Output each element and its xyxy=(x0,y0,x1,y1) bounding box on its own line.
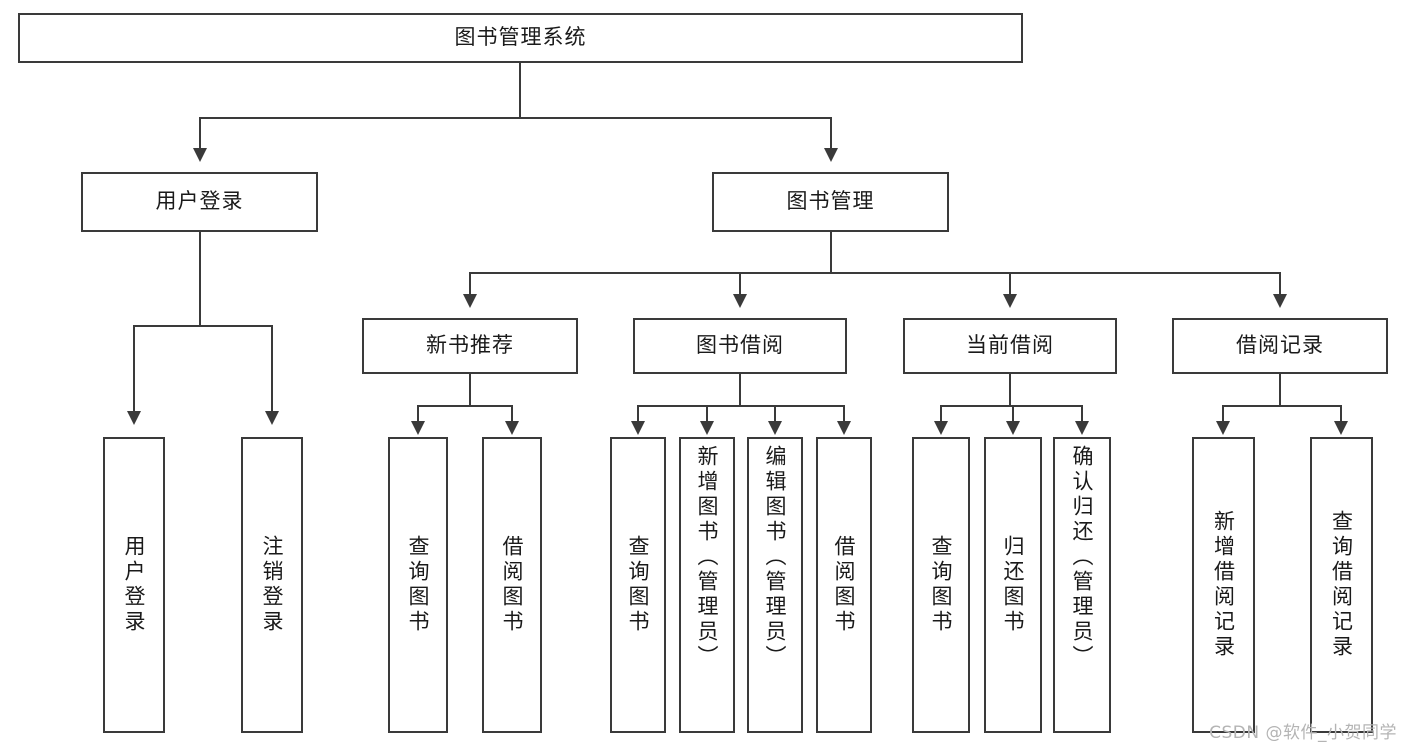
connector-br-child2 xyxy=(1340,405,1342,423)
connector-root-to-user-login xyxy=(199,117,201,150)
arrowhead-bm-to-borrow-record xyxy=(1273,294,1287,308)
node-leaf-add-record-label: 新增借阅记录 xyxy=(1211,510,1236,660)
arrowhead-bb-child2 xyxy=(700,421,714,435)
connector-cb-child1 xyxy=(940,405,942,423)
node-leaf-borrow-book-2[interactable]: 借阅图书 xyxy=(816,437,872,733)
connector-root-bus xyxy=(199,117,832,119)
connector-borrow-record-bus xyxy=(1222,405,1342,407)
node-borrow-record[interactable]: 借阅记录 xyxy=(1172,318,1388,374)
node-current-borrow-label: 当前借阅 xyxy=(966,333,1054,358)
arrowhead-bb-child3 xyxy=(768,421,782,435)
node-new-book-rec[interactable]: 新书推荐 xyxy=(362,318,578,374)
arrowhead-bb-child4 xyxy=(837,421,851,435)
connector-br-child1 xyxy=(1222,405,1224,423)
node-book-manage[interactable]: 图书管理 xyxy=(712,172,949,232)
watermark-text: CSDN @软件_小贺同学 xyxy=(1209,723,1397,743)
connector-borrow-record-trunk xyxy=(1279,374,1281,407)
node-leaf-user-login-label: 用户登录 xyxy=(122,535,147,635)
arrowhead-user-login-child2 xyxy=(265,411,279,425)
node-user-login[interactable]: 用户登录 xyxy=(81,172,318,232)
arrowhead-bm-to-new-book-rec xyxy=(463,294,477,308)
connector-bm-to-new-book-rec xyxy=(469,272,471,296)
connector-bm-to-borrow-record xyxy=(1279,272,1281,296)
connector-user-login-bus xyxy=(133,325,273,327)
connector-cb-child2 xyxy=(1012,405,1014,423)
node-leaf-edit-book-label: 编辑图书（管理员） xyxy=(763,445,788,670)
node-leaf-borrow-book-2-label: 借阅图书 xyxy=(832,535,857,635)
node-leaf-query-book-2[interactable]: 查询图书 xyxy=(610,437,666,733)
arrowhead-user-login-child1 xyxy=(127,411,141,425)
node-leaf-query-record[interactable]: 查询借阅记录 xyxy=(1310,437,1373,733)
node-current-borrow[interactable]: 当前借阅 xyxy=(903,318,1117,374)
connector-bm-to-current-borrow xyxy=(1009,272,1011,296)
arrowhead-nbr-child1 xyxy=(411,421,425,435)
node-book-borrow[interactable]: 图书借阅 xyxy=(633,318,847,374)
arrowhead-br-child1 xyxy=(1216,421,1230,435)
connector-book-manage-bus xyxy=(469,272,1281,274)
arrowhead-bb-child1 xyxy=(631,421,645,435)
connector-user-login-child2 xyxy=(271,325,273,413)
node-leaf-query-book-2-label: 查询图书 xyxy=(626,535,651,635)
arrowhead-bm-to-book-borrow xyxy=(733,294,747,308)
connector-current-borrow-trunk xyxy=(1009,374,1011,407)
connector-nbr-child2 xyxy=(511,405,513,423)
connector-book-borrow-bus xyxy=(637,405,844,407)
node-root-label: 图书管理系统 xyxy=(454,25,587,50)
node-leaf-add-record[interactable]: 新增借阅记录 xyxy=(1192,437,1255,733)
arrowhead-cb-child3 xyxy=(1075,421,1089,435)
node-book-borrow-label: 图书借阅 xyxy=(696,333,784,358)
node-leaf-query-book-3[interactable]: 查询图书 xyxy=(912,437,970,733)
node-leaf-query-book-1-label: 查询图书 xyxy=(406,535,431,635)
node-leaf-confirm-return-label: 确认归还（管理员） xyxy=(1070,445,1095,670)
arrowhead-cb-child2 xyxy=(1006,421,1020,435)
connector-nbr-child1 xyxy=(417,405,419,423)
node-leaf-user-logout[interactable]: 注销登录 xyxy=(241,437,303,733)
node-leaf-query-book-3-label: 查询图书 xyxy=(929,535,954,635)
connector-bm-to-book-borrow xyxy=(739,272,741,296)
connector-bb-child3 xyxy=(774,405,776,423)
node-borrow-record-label: 借阅记录 xyxy=(1236,333,1324,358)
arrowhead-br-child2 xyxy=(1334,421,1348,435)
connector-bb-child4 xyxy=(843,405,845,423)
node-leaf-add-book[interactable]: 新增图书（管理员） xyxy=(679,437,735,733)
arrowhead-root-to-user-login xyxy=(193,148,207,162)
node-leaf-user-login[interactable]: 用户登录 xyxy=(103,437,165,733)
node-leaf-query-book-1[interactable]: 查询图书 xyxy=(388,437,448,733)
connector-user-login-trunk xyxy=(199,232,201,327)
arrowhead-bm-to-current-borrow xyxy=(1003,294,1017,308)
connector-book-borrow-trunk xyxy=(739,374,741,407)
arrowhead-cb-child1 xyxy=(934,421,948,435)
node-new-book-rec-label: 新书推荐 xyxy=(426,333,514,358)
arrowhead-nbr-child2 xyxy=(505,421,519,435)
connector-current-borrow-bus xyxy=(940,405,1082,407)
node-leaf-borrow-book-1[interactable]: 借阅图书 xyxy=(482,437,542,733)
arrowhead-root-to-book-manage xyxy=(824,148,838,162)
connector-root-trunk xyxy=(519,63,521,118)
connector-book-manage-trunk xyxy=(830,232,832,274)
node-root[interactable]: 图书管理系统 xyxy=(18,13,1023,63)
connector-new-book-rec-bus xyxy=(417,405,513,407)
connector-bb-child2 xyxy=(706,405,708,423)
connector-root-to-book-manage xyxy=(830,117,832,150)
connector-user-login-child1 xyxy=(133,325,135,413)
node-leaf-return-book[interactable]: 归还图书 xyxy=(984,437,1042,733)
node-leaf-borrow-book-1-label: 借阅图书 xyxy=(500,535,525,635)
node-leaf-edit-book[interactable]: 编辑图书（管理员） xyxy=(747,437,803,733)
connector-new-book-rec-trunk xyxy=(469,374,471,407)
node-book-manage-label: 图书管理 xyxy=(786,189,875,214)
node-leaf-query-record-label: 查询借阅记录 xyxy=(1329,510,1354,660)
connector-cb-child3 xyxy=(1081,405,1083,423)
node-leaf-return-book-label: 归还图书 xyxy=(1001,535,1026,635)
connector-bb-child1 xyxy=(637,405,639,423)
node-user-login-label: 用户登录 xyxy=(155,189,244,214)
node-leaf-add-book-label: 新增图书（管理员） xyxy=(695,445,720,670)
node-leaf-confirm-return[interactable]: 确认归还（管理员） xyxy=(1053,437,1111,733)
node-leaf-user-logout-label: 注销登录 xyxy=(260,535,285,635)
